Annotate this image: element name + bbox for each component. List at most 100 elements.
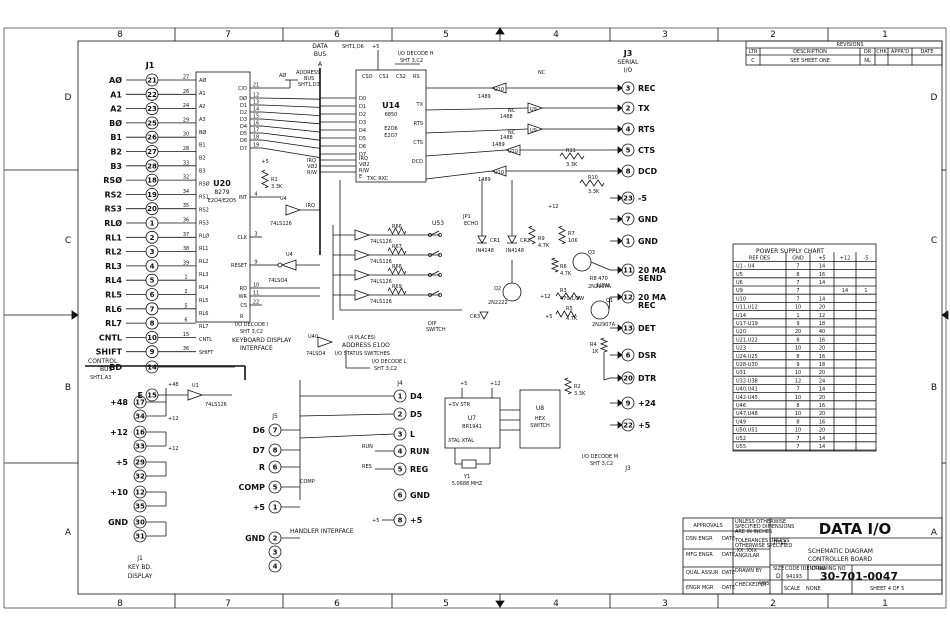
tb-drawn: DRAWN BY bbox=[735, 568, 763, 574]
power-cell-20-1: 10 bbox=[795, 428, 801, 434]
u20-rnum-13: 11 bbox=[253, 291, 259, 297]
q2-part: 2N2222 bbox=[488, 300, 508, 306]
u20-rnum-7: 18 bbox=[253, 135, 259, 141]
gate-ref-3: U10 bbox=[508, 149, 518, 155]
j5-ref: J5 bbox=[271, 413, 278, 420]
power-pin-b-4-number: 31 bbox=[135, 533, 145, 541]
dip-lever bbox=[430, 270, 440, 276]
grid-right-C: C bbox=[931, 236, 937, 246]
power-cell-16-1: 10 bbox=[795, 395, 801, 401]
u14-ref: U14 bbox=[382, 101, 400, 110]
r9-ref: R9 bbox=[538, 236, 545, 242]
rev-cell-0: C bbox=[751, 58, 755, 64]
u20-lpin-8: RSØ bbox=[199, 181, 210, 188]
u20-rpin-3: D2 bbox=[240, 110, 247, 116]
power-cell-12-0: U28-U30 bbox=[736, 362, 758, 368]
r9-resistor bbox=[528, 225, 536, 245]
tb-engr: ENGR MGR bbox=[686, 585, 714, 591]
j1-signal-0: AØ bbox=[109, 75, 122, 85]
power-cell-19-2: 16 bbox=[819, 419, 825, 425]
run-note: RUN bbox=[362, 444, 373, 450]
power-cell-7-0: U17-U19 bbox=[736, 321, 758, 327]
rev-heading: REVISIONS bbox=[836, 42, 863, 48]
u14-dpin-1: D1 bbox=[359, 104, 366, 110]
j5-label-5: GND bbox=[245, 534, 265, 543]
y1-value: 5.0688 MHZ bbox=[452, 481, 483, 487]
power-label-3: +10 bbox=[110, 488, 128, 497]
power-cell-14-1: 12 bbox=[795, 378, 801, 384]
power-pin-a-3-number: 12 bbox=[135, 489, 145, 497]
power-cell-16-0: U42-U45 bbox=[736, 395, 758, 401]
u20-lpin-7: B3 bbox=[199, 169, 206, 175]
j3-rec: REC bbox=[638, 301, 656, 310]
u14-dpin-7: D7 bbox=[359, 152, 366, 158]
grid-top-5: 5 bbox=[443, 30, 449, 40]
u20-rpin-1: DØ bbox=[239, 95, 247, 102]
gate-type-3: 1489 bbox=[492, 142, 505, 148]
u20-lpin-5: B1 bbox=[199, 143, 206, 149]
bus-irq: IRQ bbox=[307, 158, 316, 164]
u20-lpin-1: A1 bbox=[199, 91, 206, 97]
j3-label-13: +24 bbox=[638, 399, 656, 408]
tb-mfg: MFG ENGR bbox=[686, 552, 713, 558]
u20-cs-label: R bbox=[240, 314, 244, 320]
u20-lpin-12: RLØ bbox=[199, 232, 209, 239]
power-header-1: GND bbox=[792, 255, 804, 261]
u14-alt1: E2O6 bbox=[384, 126, 397, 132]
j3-arrow bbox=[617, 215, 623, 223]
r1-value: 3.3K bbox=[271, 184, 283, 190]
j1-signal-16: RL6 bbox=[105, 305, 122, 314]
j1-pin-27-number: 27 bbox=[147, 148, 157, 156]
j3-label-2: RTS bbox=[638, 125, 655, 134]
power-cell-6-0: U14 bbox=[736, 313, 746, 319]
j3-footer: J3 bbox=[624, 465, 631, 472]
power-cell-20-2: 20 bbox=[819, 428, 825, 434]
j1-pin-26-number: 26 bbox=[147, 134, 157, 142]
u8-switch: SWITCH bbox=[530, 423, 550, 429]
j4-label-2: L bbox=[410, 430, 415, 439]
cr2-part: IN4148 bbox=[506, 248, 524, 254]
power-header-0: REF DES bbox=[749, 255, 770, 261]
irq-label: IRQ bbox=[306, 203, 315, 209]
cr1-diode bbox=[477, 235, 487, 244]
rev-border bbox=[745, 40, 943, 66]
u14-clk: TXC RXC bbox=[366, 176, 389, 182]
u14-alt2: E2O7 bbox=[384, 133, 397, 139]
u4-buffer bbox=[285, 204, 302, 216]
power-label-1: +12 bbox=[110, 428, 128, 437]
j5-pin-7-number: 7 bbox=[273, 427, 278, 435]
j3-pin-13-number: 13 bbox=[623, 325, 633, 333]
u20-data-wire bbox=[261, 125, 321, 133]
j1-signal-5: B2 bbox=[110, 148, 122, 157]
u53-ref: U53 bbox=[432, 220, 444, 227]
u40-buffer bbox=[317, 336, 334, 348]
j3-arrow bbox=[617, 146, 623, 154]
dip-label2: SWITCH bbox=[426, 327, 446, 333]
r6-value: 4.7K bbox=[560, 271, 572, 277]
comp-note: COMP bbox=[300, 479, 315, 485]
ls126-0 bbox=[354, 229, 371, 241]
ls126-part-0: 74LS126 bbox=[370, 239, 392, 245]
j3-pin-1 bbox=[621, 234, 635, 248]
j5-label-0: D6 bbox=[253, 426, 266, 435]
power-cell-22-2: 14 bbox=[819, 444, 825, 450]
tb-dsn: DSN ENGR bbox=[686, 536, 713, 542]
tb-size: D bbox=[776, 573, 781, 580]
j5-label-4: +5 bbox=[253, 503, 266, 512]
chip-u20: U208279E2O4/E2O5AØA1A2A3BØB1B2B3RSØRS1RS… bbox=[195, 71, 292, 356]
u20-rnum-10: 3 bbox=[254, 232, 257, 238]
j3-label-9: 20 MA bbox=[638, 293, 667, 302]
u20-rpin-14: CS bbox=[240, 303, 247, 309]
j3-pin-20-number: 20 bbox=[623, 375, 633, 383]
u14-to-gate bbox=[425, 107, 529, 111]
j3-pin-7-number: 7 bbox=[626, 216, 631, 224]
grid-top-1: 1 bbox=[882, 30, 888, 40]
grid-right-A: A bbox=[931, 528, 938, 538]
j4-wire bbox=[299, 433, 395, 439]
bus-v02: VØ2 bbox=[307, 163, 318, 170]
j1-pin-28-number: 28 bbox=[147, 162, 157, 170]
r10-resistor bbox=[579, 179, 605, 187]
grid-marker-bottom bbox=[495, 600, 505, 608]
dip-lever bbox=[430, 290, 440, 296]
